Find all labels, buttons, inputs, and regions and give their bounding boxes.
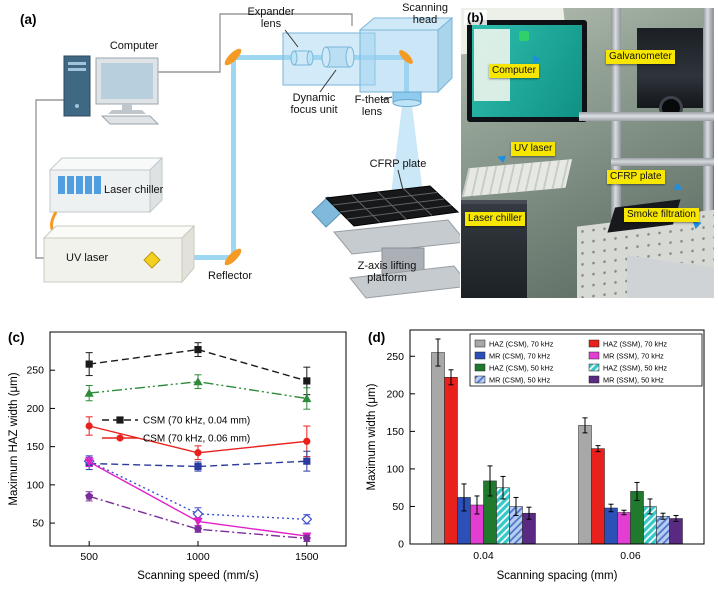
pointer-arrow xyxy=(673,182,685,194)
beam-horizontal-low xyxy=(194,255,232,260)
svg-text:HAZ (SSM), 70 kHz: HAZ (SSM), 70 kHz xyxy=(603,340,667,349)
uv-laser-graphic xyxy=(42,224,196,284)
reflector-mirror xyxy=(224,248,242,266)
label-uv-laser: UV laser xyxy=(66,252,109,264)
panel-c-line-chart: 50 100 150 200 250 500 1000 1500 CSM (70 kHz, 0.… xyxy=(4,320,362,590)
panel-d-bar-chart: 0 50 100 150 200 250 0.04 0.06 HAZ (CSM), 70 kHz… xyxy=(362,320,716,590)
keyboard xyxy=(461,159,573,197)
label-reflector: Reflector xyxy=(208,270,253,282)
screen-ui-button xyxy=(519,31,529,41)
svg-text:100: 100 xyxy=(386,463,404,475)
panel-a-tag: (a) xyxy=(20,12,37,27)
frame-bar-horizontal-2 xyxy=(611,158,714,166)
photo-label-laser-chiller: Laser chiller xyxy=(465,212,525,226)
photo-label-uv-laser: UV laser xyxy=(511,142,556,156)
svg-text:0.06: 0.06 xyxy=(620,550,641,562)
svg-text:50: 50 xyxy=(392,501,404,513)
wire-computer-scanner xyxy=(158,13,353,73)
beam-horizontal-top xyxy=(236,55,406,60)
galvanometer-unit xyxy=(637,28,705,108)
svg-text:Scanning speed (mm/s): Scanning speed (mm/s) xyxy=(137,570,259,582)
z-axis-platform-graphic xyxy=(333,219,460,299)
panel-a-schematic: (a) Computer Laser chiller UV laser Refl… xyxy=(0,0,460,315)
photo-label-computer: Computer xyxy=(489,64,539,78)
panel-b-photo: (b) Computer Galvanometer UV laser CFRP … xyxy=(461,8,714,298)
svg-text:1000: 1000 xyxy=(186,551,210,563)
haz-vs-speed-chart: 50 100 150 200 250 500 1000 1500 CSM (70 kHz, 0.… xyxy=(8,331,347,582)
svg-text:Scanning spacing (mm): Scanning spacing (mm) xyxy=(497,570,618,582)
svg-text:150: 150 xyxy=(26,441,44,453)
svg-text:0: 0 xyxy=(398,539,404,551)
svg-text:200: 200 xyxy=(26,403,44,415)
scanning-head-graphic xyxy=(358,16,454,94)
laser-chiller-graphic xyxy=(48,156,164,239)
svg-text:150: 150 xyxy=(386,426,404,438)
svg-text:200: 200 xyxy=(386,388,404,400)
scanhead-mirror xyxy=(399,50,413,64)
pointer-arrow xyxy=(495,152,507,164)
pointer-cfrp xyxy=(397,169,404,191)
photo-label-galvanometer: Galvanometer xyxy=(606,50,675,64)
svg-text:MR (SSM), 50 kHz: MR (SSM), 50 kHz xyxy=(603,376,664,385)
pointer-f-theta xyxy=(380,96,393,101)
frame-bar-horizontal-1 xyxy=(579,112,714,121)
label-computer: Computer xyxy=(109,40,159,52)
panel-c-tag: (c) xyxy=(8,330,25,345)
frame-bar-vertical-2 xyxy=(703,8,713,298)
beam-vertical xyxy=(231,60,236,257)
wire-computer-laser xyxy=(35,99,64,259)
svg-text:HAZ (SSM), 50 kHz: HAZ (SSM), 50 kHz xyxy=(603,364,667,373)
svg-text:HAZ (CSM), 70 kHz: HAZ (CSM), 70 kHz xyxy=(489,340,554,349)
panel-d-tag: (d) xyxy=(368,330,386,345)
beam-cone xyxy=(391,106,423,194)
frame-bar-vertical-1 xyxy=(611,8,621,298)
svg-text:HAZ (CSM), 50 kHz: HAZ (CSM), 50 kHz xyxy=(489,364,554,373)
photo-label-cfrp-plate: CFRP plate xyxy=(607,170,665,184)
svg-text:100: 100 xyxy=(26,479,44,491)
label-cfrp-plate: CFRP plate xyxy=(369,158,427,170)
panel-b-tag: (b) xyxy=(464,10,487,25)
svg-text:Maximum width (μm): Maximum width (μm) xyxy=(366,383,378,490)
computer-graphic xyxy=(63,55,160,125)
svg-text:50: 50 xyxy=(32,518,44,530)
cfrp-plate-graphic xyxy=(311,185,460,228)
svg-text:Maximum HAZ width (μm): Maximum HAZ width (μm) xyxy=(8,372,20,505)
svg-text:1500: 1500 xyxy=(295,551,319,563)
f-theta-lens-graphic xyxy=(392,91,422,107)
svg-text:250: 250 xyxy=(386,351,404,363)
label-laser-chiller: Laser chiller xyxy=(104,184,164,196)
svg-text:250: 250 xyxy=(26,365,44,377)
label-z-axis-platform: Z-axis lifting platform xyxy=(357,260,417,285)
svg-text:MR (CSM), 70 kHz: MR (CSM), 70 kHz xyxy=(489,352,551,361)
label-scanning-head: Scanning head xyxy=(402,2,448,27)
svg-text:MR (CSM), 50 kHz: MR (CSM), 50 kHz xyxy=(489,376,551,385)
pointer-expander xyxy=(284,29,299,48)
laser-warning-icon xyxy=(143,251,161,269)
label-f-theta-lens: F-theta lens xyxy=(354,94,390,119)
svg-text:MR (SSM), 70 kHz: MR (SSM), 70 kHz xyxy=(603,352,664,361)
svg-text:CSM (70 kHz, 0.06 mm): CSM (70 kHz, 0.06 mm) xyxy=(143,434,250,445)
svg-text:CSM (70 kHz, 0.04 mm): CSM (70 kHz, 0.04 mm) xyxy=(143,416,250,427)
setup-diagram xyxy=(35,13,460,299)
label-dynamic-focus-unit: Dynamic focus unit xyxy=(290,92,338,117)
photo-label-smoke-filtration: Smoke filtration xyxy=(624,208,699,222)
svg-text:500: 500 xyxy=(80,551,98,563)
pointer-dynamic-focus xyxy=(319,69,337,93)
width-vs-spacing-chart: 0 50 100 150 200 250 0.04 0.06 HAZ (CSM), 70 kHz… xyxy=(366,329,705,582)
svg-text:0.04: 0.04 xyxy=(473,550,494,562)
label-expander-lens: Expander lens xyxy=(247,6,295,31)
top-mirror xyxy=(224,48,242,66)
